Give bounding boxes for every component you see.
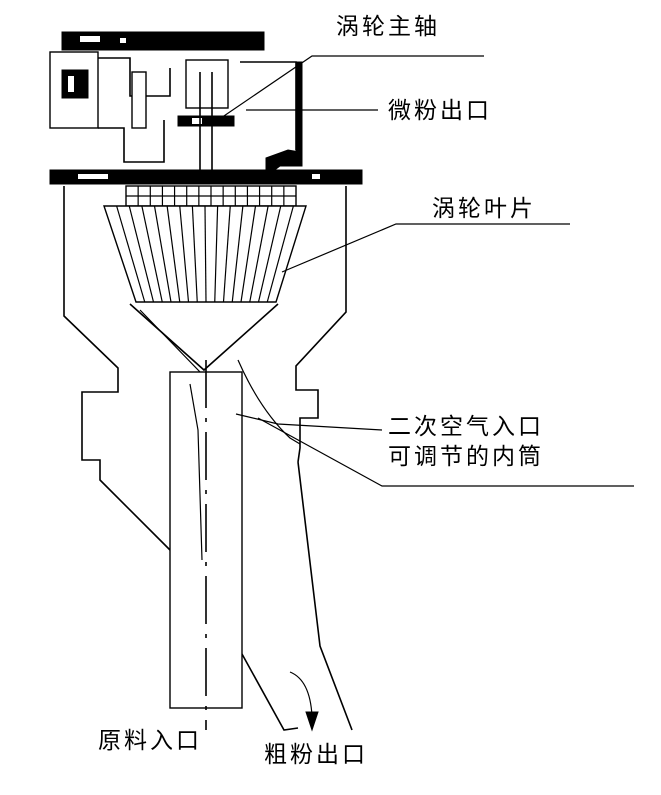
body-left-wall bbox=[63, 186, 171, 551]
tube-inner-line bbox=[189, 383, 203, 561]
turbine-blade bbox=[214, 205, 219, 303]
turbine-blade bbox=[249, 205, 269, 303]
lower-flange-slot bbox=[78, 174, 108, 179]
drive-frame bbox=[98, 57, 171, 97]
turbine-blade bbox=[153, 205, 172, 303]
leader-lines bbox=[217, 55, 634, 487]
drive-frame-lower bbox=[98, 120, 165, 163]
label-secondary-air-inlet: 二次空气入口 bbox=[388, 414, 544, 440]
turbine-blade bbox=[141, 205, 163, 303]
top-plate-bolt bbox=[120, 38, 126, 43]
turbine-blade bbox=[179, 205, 190, 303]
body-right-wall bbox=[295, 186, 347, 463]
motor-window bbox=[61, 69, 89, 99]
turbine-blade bbox=[191, 205, 198, 303]
label-turbine-shaft: 涡轮主轴 bbox=[336, 14, 440, 40]
bearing-housing bbox=[185, 59, 229, 109]
fine-outlet-wall bbox=[295, 61, 303, 167]
label-adjustable-inner-tube: 可调节的内筒 bbox=[388, 444, 544, 470]
lower-flange-bolt bbox=[312, 174, 320, 179]
label-turbine-blades: 涡轮叶片 bbox=[432, 196, 536, 222]
turbine-blade bbox=[240, 205, 257, 303]
inner-tube-curve bbox=[237, 359, 301, 445]
leader-shaft bbox=[217, 55, 484, 121]
outlet-flange bbox=[265, 149, 301, 173]
lower-flange bbox=[49, 169, 363, 185]
classifier-body bbox=[63, 186, 353, 731]
motor-window-highlight bbox=[68, 76, 74, 92]
leader-secondary-air bbox=[235, 413, 383, 431]
bearing-seat bbox=[177, 115, 235, 127]
label-coarse-powder-outlet: 粗粉出口 bbox=[264, 742, 368, 768]
arrow-head bbox=[305, 711, 319, 732]
turbine-blade bbox=[222, 205, 231, 303]
leader-inner-tube bbox=[257, 417, 634, 487]
coarse-chute-right bbox=[297, 461, 353, 731]
turbine-blade-set bbox=[116, 205, 294, 303]
coarse-chute-left bbox=[241, 653, 299, 731]
cone-lip-left bbox=[139, 309, 207, 383]
turbine-rotor bbox=[103, 185, 307, 303]
top-plate bbox=[61, 31, 265, 51]
turbine-blade bbox=[231, 205, 244, 303]
coarse-flow-arrow bbox=[289, 671, 319, 732]
inner-cone bbox=[129, 303, 279, 372]
rotor-hub-ribs bbox=[126, 186, 296, 206]
turbine-blade bbox=[128, 205, 155, 303]
turbine-blade bbox=[257, 205, 282, 303]
top-plate-notch bbox=[80, 36, 100, 42]
label-fine-powder-outlet: 微粉出口 bbox=[388, 98, 492, 124]
turbine-blade bbox=[166, 205, 181, 303]
turbine-blade bbox=[116, 205, 146, 303]
turbine-blade bbox=[204, 205, 207, 303]
bearing-gap bbox=[192, 118, 202, 124]
label-raw-material-inlet: 原料入口 bbox=[98, 728, 202, 754]
leader-blades bbox=[281, 223, 570, 273]
drive-assembly bbox=[49, 31, 363, 185]
drive-coupling bbox=[131, 71, 147, 129]
turbine-blade bbox=[266, 205, 294, 303]
arrow-shaft bbox=[289, 671, 313, 717]
fine-outlet-duct bbox=[240, 61, 297, 150]
